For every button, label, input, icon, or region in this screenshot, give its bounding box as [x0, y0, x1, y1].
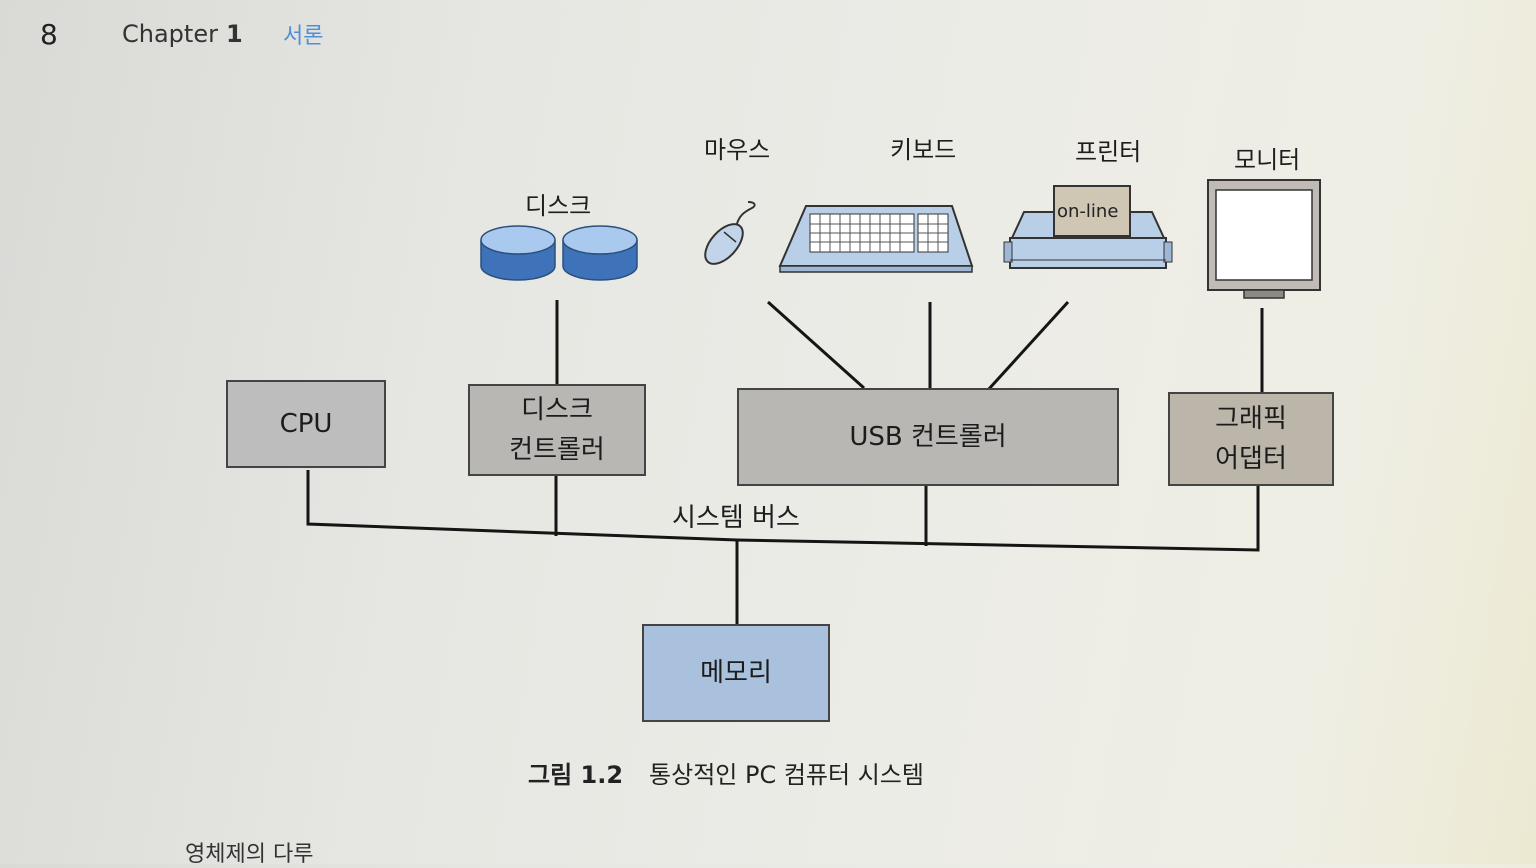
- figure-title: 통상적인 PC 컴퓨터 시스템: [649, 761, 924, 789]
- section-title: 서론: [283, 24, 324, 49]
- mouse-label: 마우스: [704, 136, 771, 164]
- printer-label: 프린터: [1075, 138, 1142, 166]
- body-text-fragment: 영체제의 다루: [185, 842, 314, 867]
- disk-controller-label-line2: 컨트롤러: [509, 435, 605, 465]
- keyboard-icon: [778, 205, 974, 273]
- figure-caption: 그림 1.2 통상적인 PC 컴퓨터 시스템: [528, 755, 924, 790]
- disk-icon: [480, 225, 638, 281]
- cpu-box: CPU: [226, 380, 386, 468]
- figure-number: 그림 1.2: [528, 761, 624, 789]
- graphics-adapter-box: 그래픽 어댑터: [1168, 392, 1334, 486]
- memory-label: 메모리: [700, 658, 772, 688]
- chapter-number: 1: [225, 20, 243, 48]
- usb-controller-box: USB 컨트롤러: [737, 388, 1119, 486]
- disk-label: 디스크: [525, 192, 592, 220]
- graphics-adapter-label-line2: 어댑터: [1215, 444, 1287, 474]
- monitor-label: 모니터: [1234, 146, 1301, 174]
- mouse-icon: [704, 201, 756, 265]
- disk-controller-box: 디스크 컨트롤러: [468, 384, 646, 476]
- graphics-adapter-label-line1: 그래픽: [1215, 404, 1287, 434]
- printer-link: [986, 300, 1070, 392]
- usb-controller-label: USB 컨트롤러: [849, 422, 1007, 452]
- page-number: 8: [40, 18, 58, 51]
- memory-box: 메모리: [642, 624, 830, 722]
- disk-controller-label-line1: 디스크: [521, 395, 593, 425]
- monitor-icon: [1207, 179, 1321, 299]
- printer-icon: [1003, 185, 1173, 269]
- chapter-word: Chapter: [122, 20, 218, 48]
- printer-status-tag: on-line: [1057, 201, 1119, 222]
- mouse-link: [766, 300, 866, 390]
- keyboard-label: 키보드: [890, 136, 957, 164]
- cpu-label: CPU: [279, 409, 333, 439]
- system-bus-label: 시스템 버스: [672, 503, 800, 533]
